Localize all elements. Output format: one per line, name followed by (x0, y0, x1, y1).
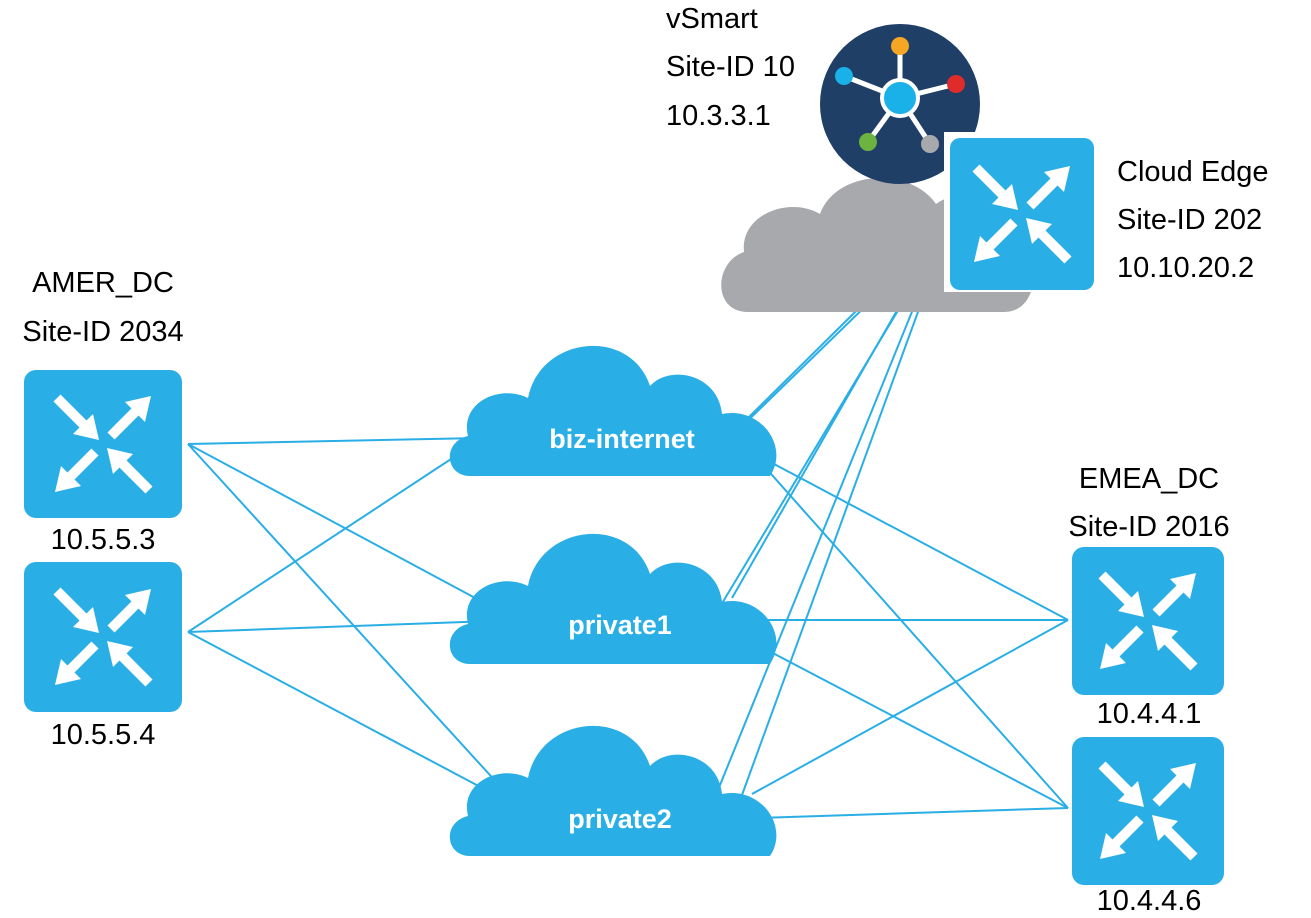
vsmart-controller-icon[interactable] (820, 24, 980, 184)
amer-router-1-ip: 10.5.5.3 (50, 524, 156, 556)
transport-cloud-biz-internet[interactable]: biz-internet (449, 345, 777, 477)
emea-router-1-ip: 10.4.4.1 (1096, 698, 1202, 730)
amer-router-2-ip: 10.5.5.4 (50, 719, 156, 751)
emea-dc-site-id: Site-ID 2016 (1068, 511, 1230, 543)
transport-label: private2 (568, 804, 672, 834)
link-line-12 (757, 807, 1069, 819)
amer-router-1-icon[interactable] (24, 370, 182, 518)
emea-router-1-icon[interactable] (1072, 547, 1224, 695)
cloud-edge-ip: 10.10.20.2 (1117, 252, 1255, 284)
overlay-links (187, 217, 1069, 819)
emea-router-2-ip: 10.4.4.6 (1096, 885, 1202, 917)
transport-cloud-private2[interactable]: private2 (449, 725, 777, 856)
link-line-10 (747, 447, 1069, 809)
link-line-6 (187, 631, 521, 809)
vsmart-site-id: Site-ID 10 (666, 51, 795, 83)
link-line-9 (751, 619, 1069, 795)
link-line-2 (187, 443, 521, 623)
link-line-7 (739, 445, 1069, 621)
emea-dc-name: EMEA_DC (1078, 463, 1220, 495)
vsmart-name: vSmart (666, 3, 758, 35)
link-line-5 (187, 619, 521, 633)
cloud-edge-router-icon[interactable] (944, 132, 1098, 292)
amer-router-2-icon[interactable] (24, 562, 182, 712)
amer-dc-site-id: Site-ID 2034 (22, 316, 184, 348)
link-line-1 (187, 437, 481, 445)
link-line-4 (187, 439, 481, 633)
amer-dc-name: AMER_DC (32, 267, 174, 299)
transport-label: biz-internet (549, 424, 695, 454)
emea-router-2-icon[interactable] (1072, 737, 1224, 885)
link-line-18 (737, 223, 951, 807)
cloud-edge-site-id: Site-ID 202 (1117, 204, 1263, 236)
transport-label: private1 (568, 610, 672, 640)
transport-cloud-private1[interactable]: private1 (449, 533, 777, 664)
link-line-15 (717, 217, 951, 791)
vsmart-ip: 10.3.3.1 (666, 100, 771, 132)
cloud-edge-name: Cloud Edge (1117, 156, 1269, 188)
link-line-11 (747, 639, 1069, 809)
